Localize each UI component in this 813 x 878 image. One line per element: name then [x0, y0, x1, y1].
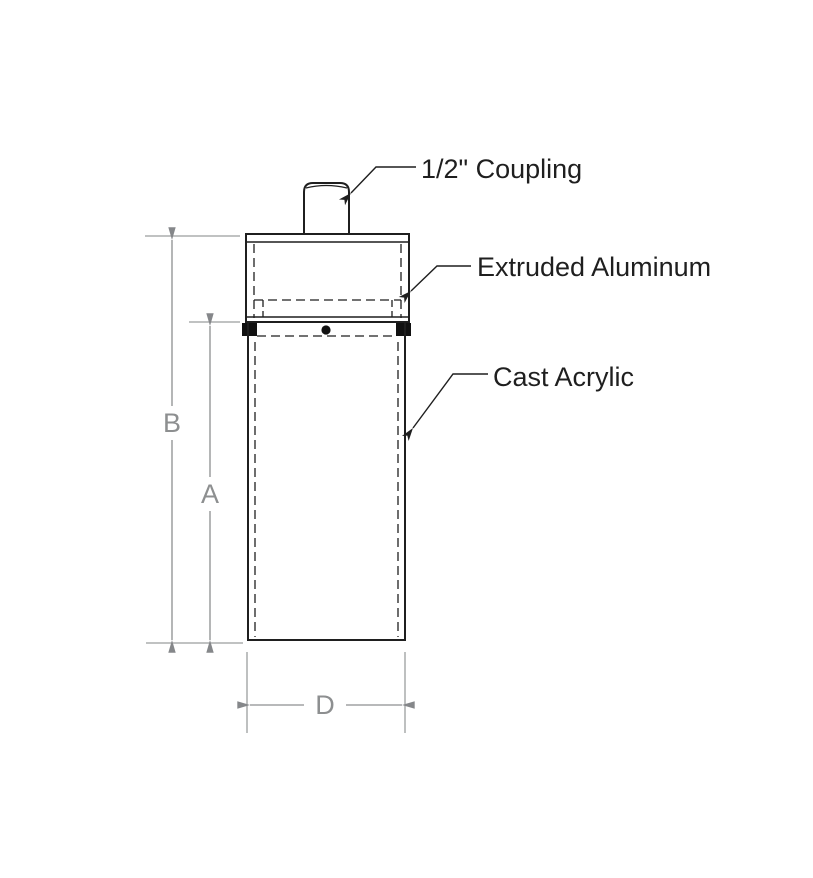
coupling-label: 1/2" Coupling	[421, 154, 582, 184]
coupling-cylinder	[303, 182, 350, 234]
dim-a-label: A	[201, 479, 219, 509]
dim-b-label: B	[163, 408, 181, 438]
aluminum-housing	[245, 233, 410, 323]
center-fastener	[321, 325, 331, 335]
acrylic-label: Cast Acrylic	[493, 362, 634, 392]
acrylic-leader	[401, 373, 488, 441]
aluminum-leader	[398, 265, 471, 304]
coupling-leader	[338, 166, 416, 206]
coupling-top-arc	[305, 184, 348, 189]
aluminum-label: Extruded Aluminum	[477, 252, 711, 282]
retainer-tab-right	[396, 323, 411, 336]
retainer-tab-left	[242, 323, 257, 336]
dim-d-label: D	[315, 690, 335, 720]
